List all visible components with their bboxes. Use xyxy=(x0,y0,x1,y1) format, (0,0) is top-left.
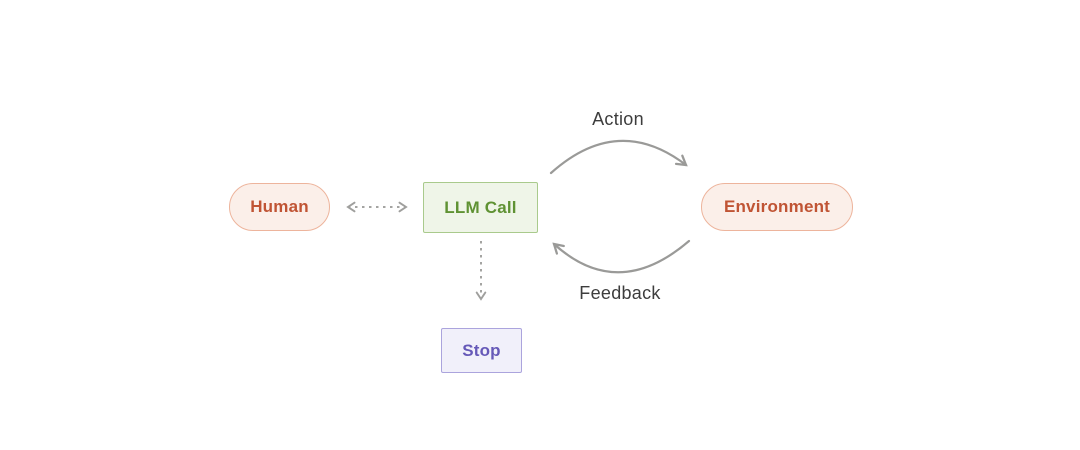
action-arrow xyxy=(549,139,688,175)
edge-action-label: Action xyxy=(592,109,644,129)
node-llm-call-label: LLM Call xyxy=(444,197,517,217)
node-llm-call: LLM Call xyxy=(423,182,538,233)
node-environment: Environment xyxy=(701,183,853,231)
node-human-label: Human xyxy=(250,197,309,216)
node-environment-label: Environment xyxy=(723,197,831,216)
node-stop-label: Stop xyxy=(462,340,501,360)
node-stop: Stop xyxy=(441,328,522,373)
edge-feedback-label: Feedback xyxy=(579,283,661,303)
node-human: Human xyxy=(229,183,330,231)
feedback-arrow xyxy=(552,239,691,274)
